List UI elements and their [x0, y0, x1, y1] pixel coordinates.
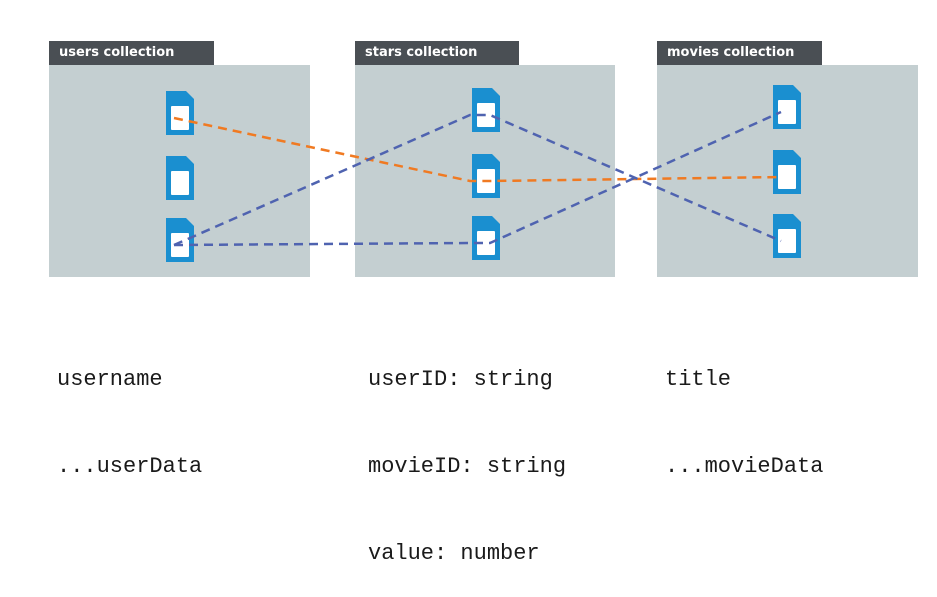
- movies-field: ...movieData: [665, 454, 824, 479]
- users-document-icon: [166, 156, 194, 200]
- movies-collection-title: movies collection: [657, 41, 822, 65]
- users-document-icon: [166, 91, 194, 135]
- stars-collection-title: stars collection: [355, 41, 519, 65]
- stars-fields: userID: string movieID: string value: nu…: [368, 307, 566, 597]
- users-fields: username ...userData: [57, 307, 202, 510]
- stars-document-icon: [472, 88, 500, 132]
- link-blue-2: [173, 110, 782, 247]
- movies-document-icon: [773, 85, 801, 129]
- link-blue-1: [173, 113, 782, 247]
- stars-field: userID: string: [368, 367, 553, 392]
- stars-document-icon: [472, 216, 500, 260]
- stars-field: movieID: string: [368, 454, 567, 479]
- movies-document-icon: [773, 150, 801, 194]
- movies-fields: title ...movieData: [665, 307, 823, 510]
- stars-document-icon: [472, 154, 500, 198]
- relationship-diagram: [166, 85, 801, 262]
- stars-field: value: number: [368, 541, 540, 566]
- users-field: username: [57, 367, 163, 392]
- users-field: ...userData: [57, 454, 203, 479]
- movies-document-icon: [773, 214, 801, 258]
- users-collection-title: users collection: [49, 41, 214, 65]
- movies-field: title: [665, 367, 732, 392]
- users-document-icon: [166, 218, 194, 262]
